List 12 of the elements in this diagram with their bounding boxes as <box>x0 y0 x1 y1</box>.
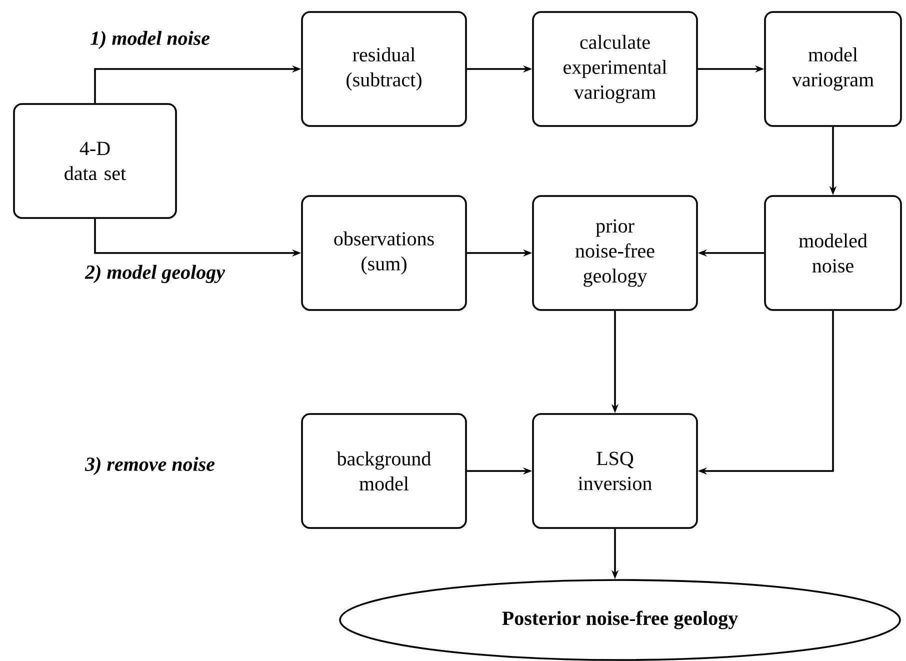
process-box: prior noise-free geology <box>532 195 698 311</box>
edge-label: 1) model noise <box>89 30 211 50</box>
process-box: background model <box>301 413 467 529</box>
step-label: 3) remove noise <box>84 456 215 476</box>
process-box: calculate experimental variogram <box>532 11 698 127</box>
process-box: model variogram <box>764 11 902 127</box>
process-box: residual (subtract) <box>301 11 467 127</box>
process-box: modeled noise <box>764 195 902 311</box>
process-box: observations (sum) <box>301 195 467 311</box>
process-box: 4-D data set <box>13 103 177 219</box>
edge-label: 2) model geology <box>84 264 226 284</box>
process-box: LSQ inversion <box>532 413 698 529</box>
